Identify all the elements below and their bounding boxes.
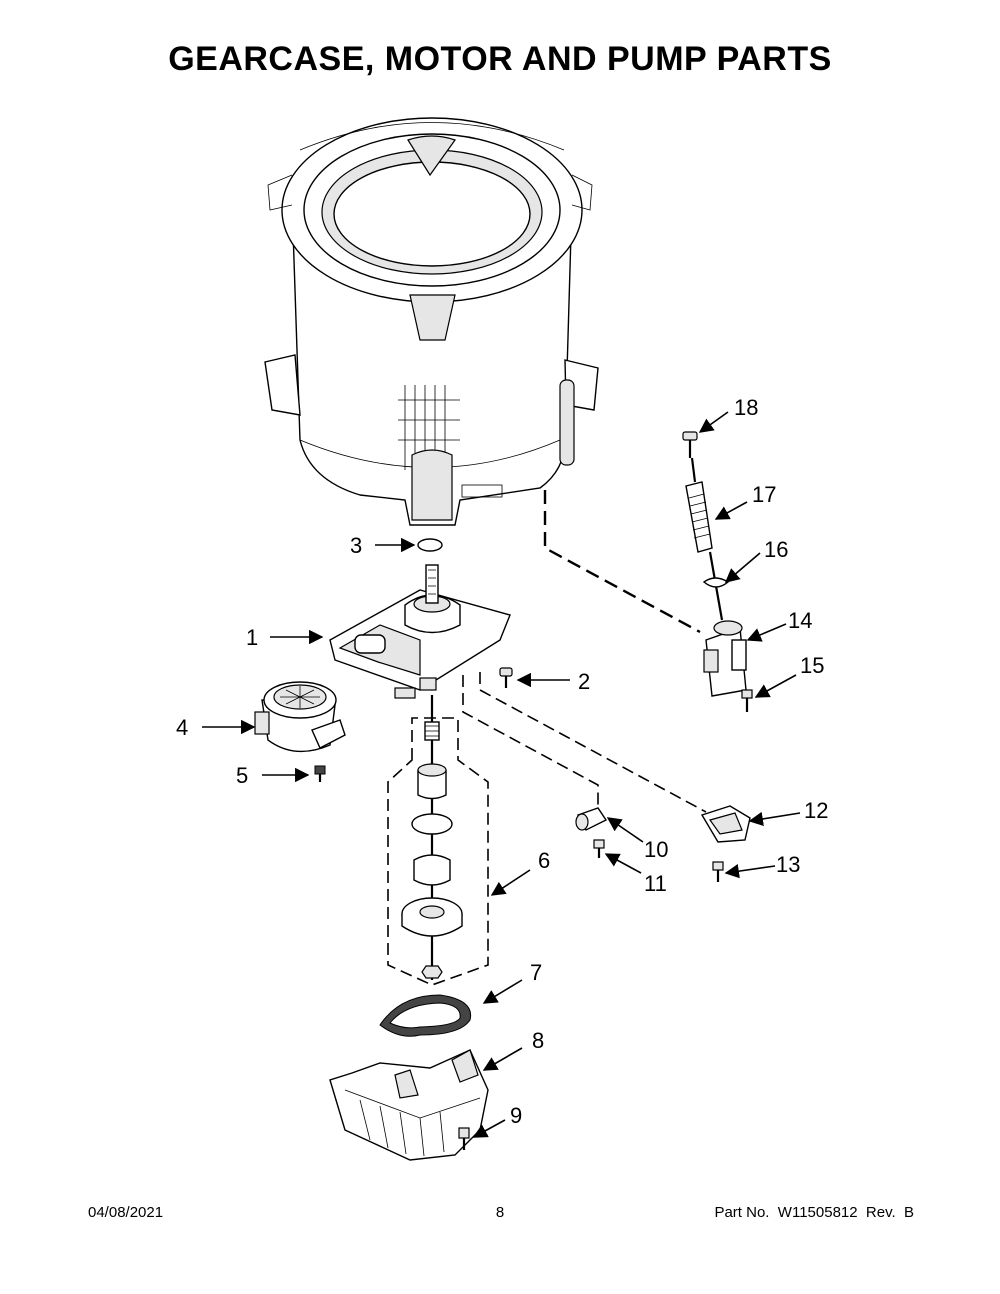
page-title: GEARCASE, MOTOR AND PUMP PARTS: [168, 40, 832, 78]
footer-page-number: 8: [495, 1204, 505, 1221]
callout-3: 3: [350, 533, 362, 558]
motor-illustration: [254, 681, 346, 753]
screw-11: [593, 839, 605, 858]
wash-tub-illustration: [264, 117, 599, 526]
callout-10: 10: [644, 837, 668, 862]
callout-5: 5: [236, 763, 248, 788]
callout-7: 7: [530, 960, 542, 985]
screw-2: [499, 667, 513, 688]
callout-numbers: 1 2 3 4 5 6 7 8 9 10 11 12 13 14 15 16 1…: [176, 395, 828, 1128]
clutch-kit-group: [387, 695, 489, 986]
callout-17: 17: [752, 482, 776, 507]
callout-6: 6: [538, 848, 550, 873]
callout-4: 4: [176, 715, 188, 740]
assembly-line-pump: [543, 490, 701, 634]
screw-18: [682, 431, 698, 458]
hose-clamp-16: [702, 577, 730, 588]
gearcase-illustration: [329, 564, 511, 699]
drive-belt: [379, 994, 472, 1037]
drain-pump-14: [703, 620, 747, 697]
screw-15: [741, 689, 753, 712]
callout-15: 15: [800, 653, 824, 678]
screw-13: [712, 861, 724, 882]
base-shield-illustration: [329, 1049, 489, 1161]
assembly-line-10: [462, 675, 599, 808]
callout-16: 16: [764, 537, 788, 562]
callout-arrows: [202, 411, 801, 1138]
callout-2: 2: [578, 669, 590, 694]
footer-date: 04/08/2021: [88, 1204, 164, 1221]
component-12: [700, 805, 751, 843]
callout-12: 12: [804, 798, 828, 823]
seal-ring: [417, 538, 443, 552]
callout-8: 8: [532, 1028, 544, 1053]
component-10: [575, 807, 608, 831]
callout-18: 18: [734, 395, 758, 420]
assembly-line-12: [479, 672, 707, 813]
callout-11: 11: [644, 871, 667, 896]
screw-5: [314, 765, 326, 782]
callout-9: 9: [510, 1103, 522, 1128]
footer-part-number: Part No. W11505812 Rev. B: [714, 1204, 914, 1221]
callout-13: 13: [776, 852, 800, 877]
screw-9: [458, 1127, 470, 1150]
callout-14: 14: [788, 608, 812, 633]
callout-1: 1: [246, 625, 258, 650]
drain-hose-17: [685, 481, 713, 553]
